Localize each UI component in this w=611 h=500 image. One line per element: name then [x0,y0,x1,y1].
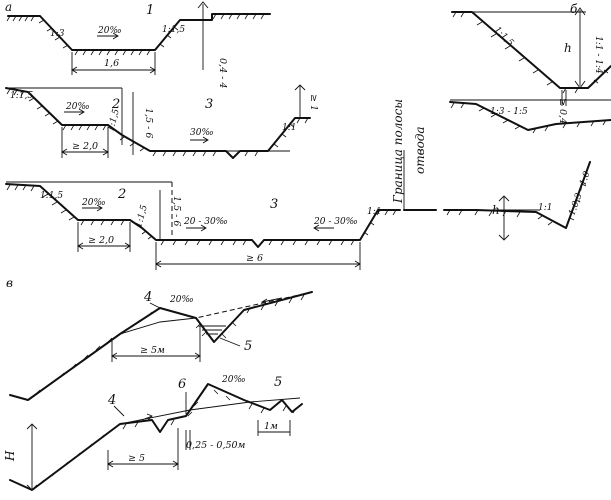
section-number-2: 2 [111,97,120,112]
section-number-3: 3 [270,197,278,212]
width-dimension: 0,25 - 0,50м [186,440,246,451]
width-dimension: ≥ 6 [246,253,263,264]
grade-label: 20 - 30‰ [183,217,228,227]
section-number-1: 1 [146,3,154,18]
grade-label: 20‰ [81,198,106,208]
section-b1 [451,7,611,106]
width-dimension: 1м [264,421,278,432]
element-number-5: 5 [244,339,252,354]
depth-dimension: 1,5 - 6 [143,108,154,138]
section-a1 [6,1,271,75]
slope-label: 1:1,5 [492,25,516,49]
width-dimension: 1,6 [104,58,119,69]
height-label-H: Н [3,450,17,462]
height-dimension: ≥ 1 [308,94,319,111]
height-label-h: h [492,203,500,217]
grade-label: 20‰ [97,26,122,36]
section-a3 [5,150,437,270]
slope-label: 1:0,3 - 1:0 [567,170,592,217]
width-dimension: ≥ 2,0 [72,141,98,152]
slope-label: 1:1,5 [106,108,122,133]
depth-dimension: 0,4 - 4 [217,58,228,88]
section-v2 [9,383,303,491]
panel-label-a: а [5,0,12,14]
section-number-2: 2 [117,187,126,202]
grade-label: 30‰ [190,128,214,138]
slope-label: 1:1 [282,123,296,133]
boundary-label-line1: Граница полосы [391,99,405,204]
element-number-6: 6 [178,377,186,392]
section-number-3: 3 [205,97,213,112]
grade-label: 20‰ [65,102,90,112]
width-dimension: ≥ 0,4 [557,98,568,124]
slope-label: 1:1 [367,207,381,217]
width-dimension: ≥ 5 [128,453,145,464]
slope-label: 1:1,5 [162,25,185,35]
slope-label: 1:1 - 1:4 [593,36,603,74]
slope-label: 1:1,5 [10,91,33,101]
slope-label: 1:1,5 [40,191,63,201]
grade-label: 20 - 30‰ [313,217,358,227]
slope-label: 1:1 [538,203,552,213]
element-number-4: 4 [143,290,152,305]
boundary-label-line2: отвода [413,126,427,174]
depth-label-h: h [564,41,572,55]
section-b3 [443,161,591,241]
slope-label: 1:1,5 [134,204,150,229]
element-number-5: 5 [274,375,282,390]
element-number-4: 4 [107,393,116,408]
panel-label-b: б [570,2,578,16]
slope-label: 1:3 - 1:5 [490,107,528,117]
grade-label: 20‰ [169,295,194,305]
section-b2 [449,99,611,134]
slope-label: 1:3 [50,29,65,39]
grade-label: 20‰ [221,375,246,385]
width-dimension: ≥ 2,0 [88,235,114,246]
section-a2 [5,84,311,159]
panel-label-v: в [6,276,13,290]
depth-dimension: 1,5 - 6 [171,196,182,226]
width-dimension: ≥ 5м [140,345,165,356]
section-v1 [9,291,313,401]
